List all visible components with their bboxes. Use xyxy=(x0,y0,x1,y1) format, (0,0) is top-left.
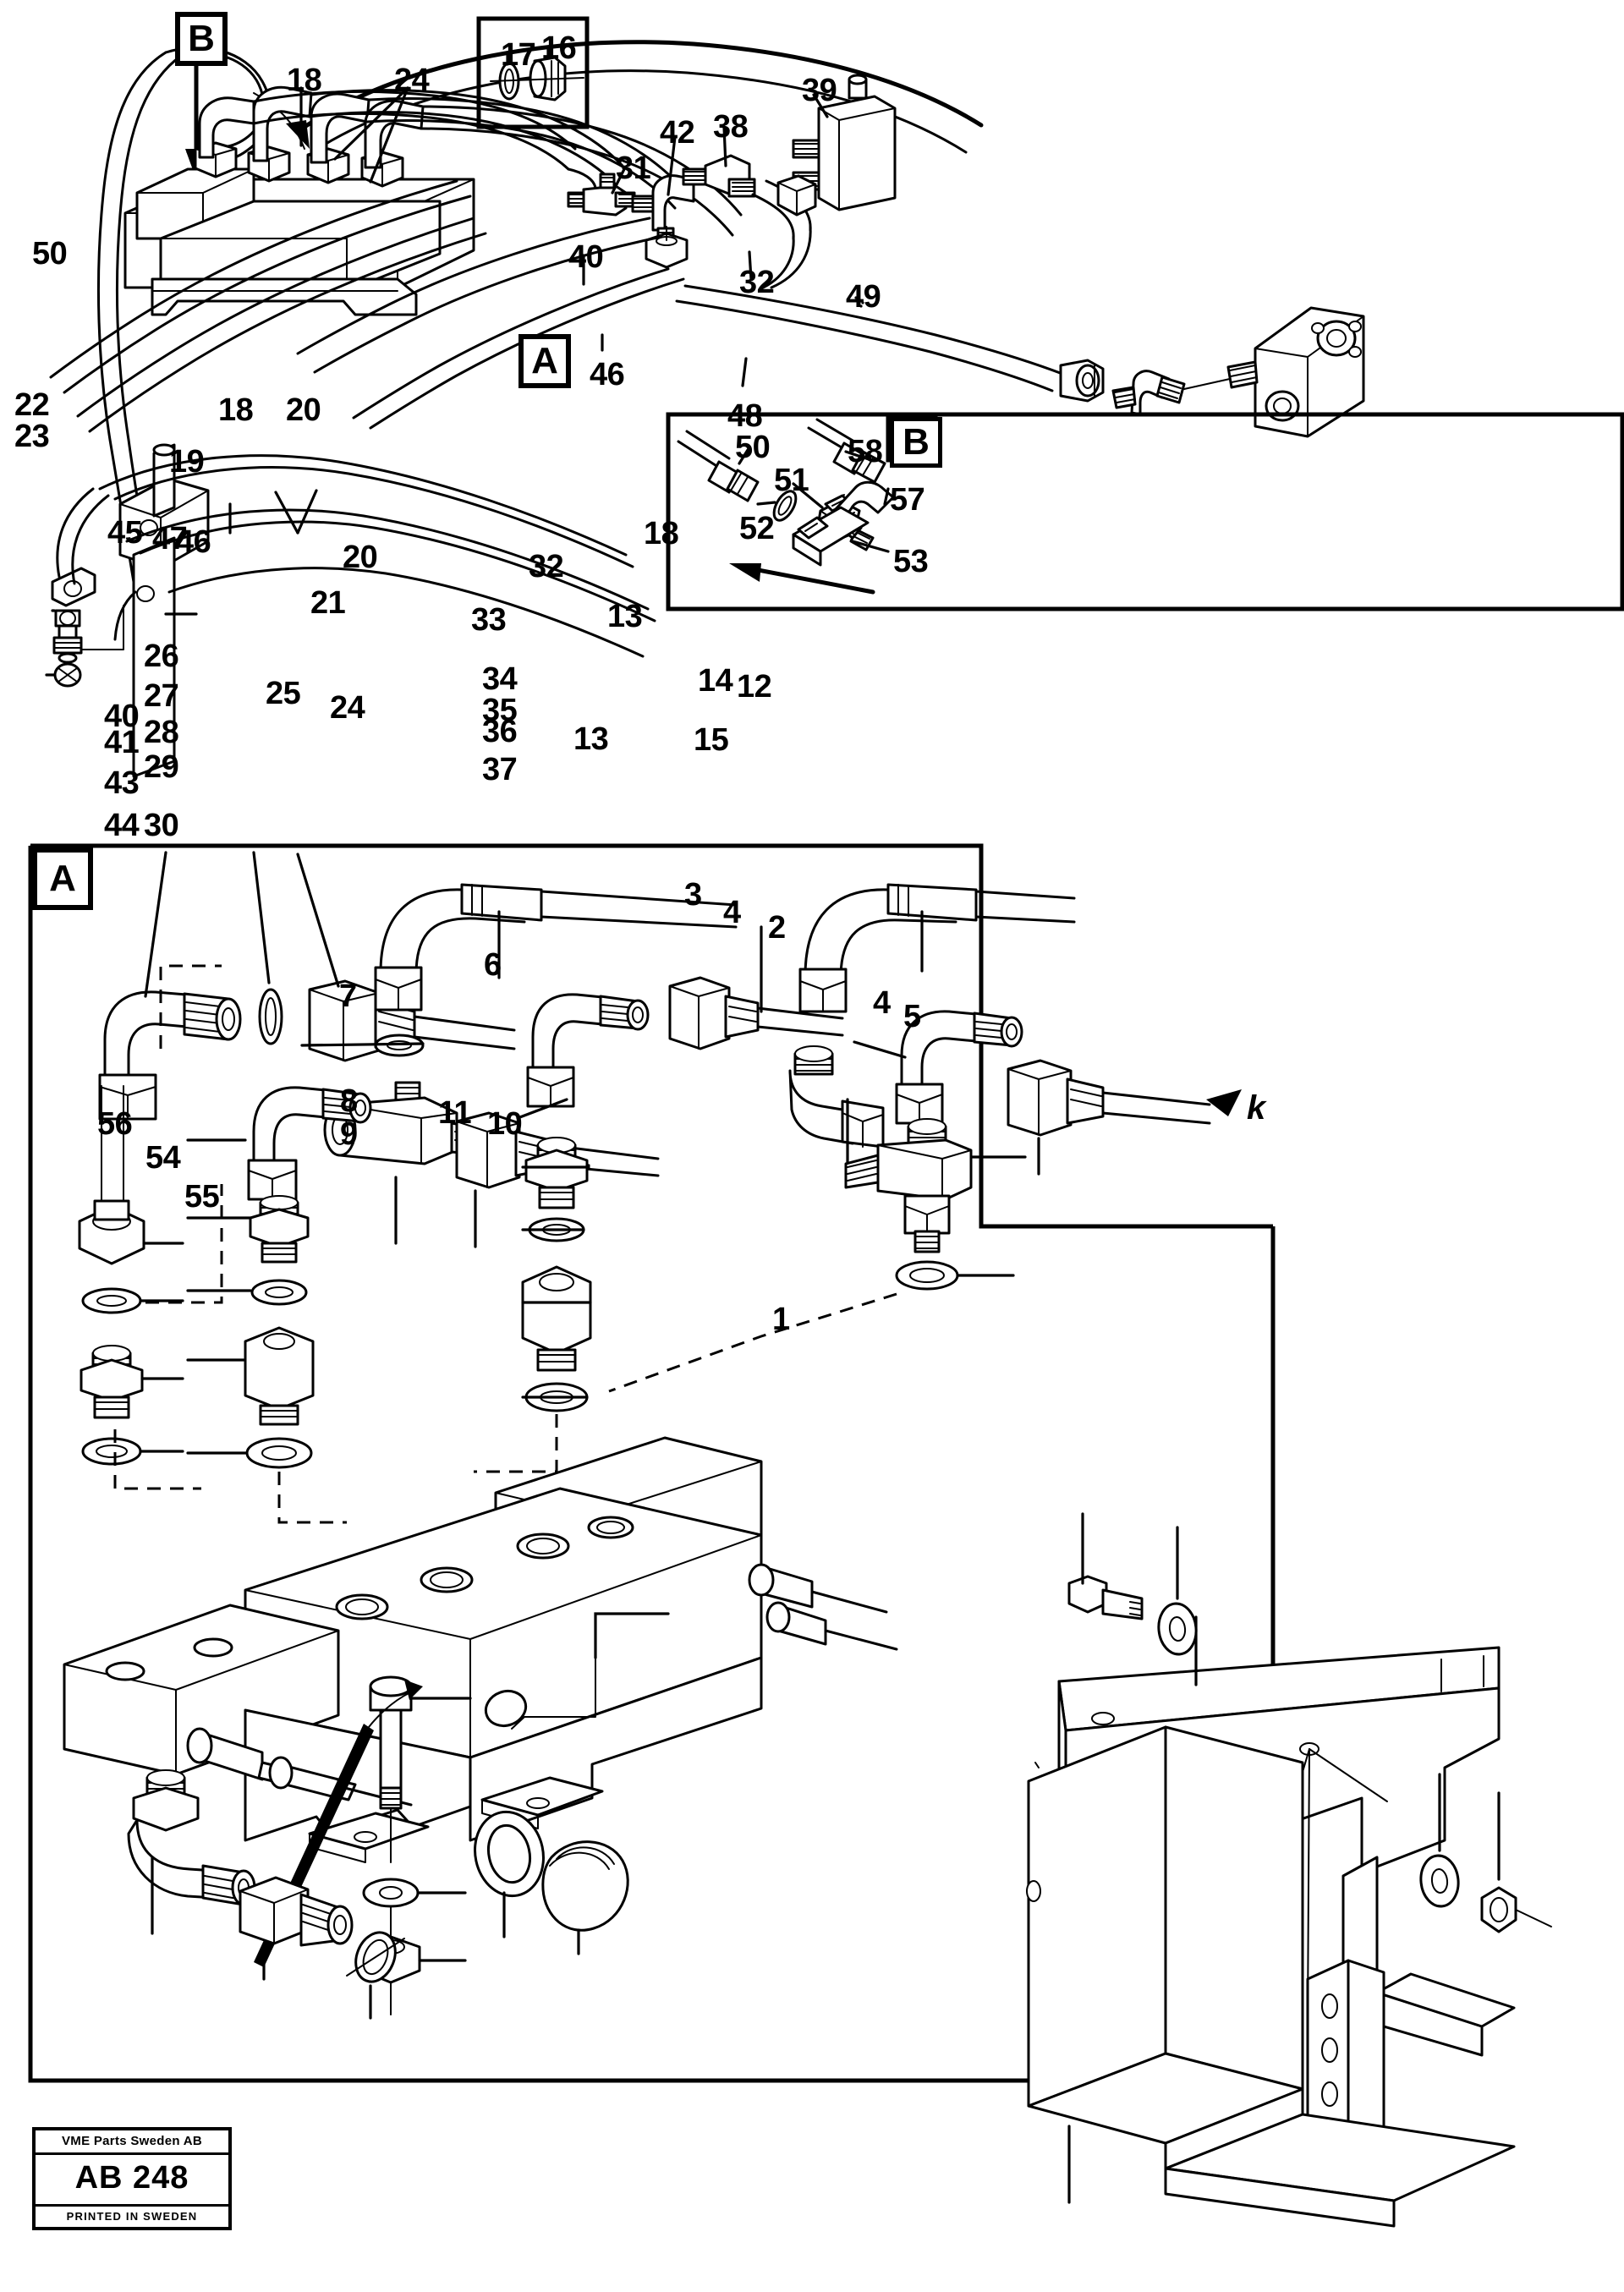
part-callout-32: 32 xyxy=(739,265,775,300)
part-callout-5: 5 xyxy=(903,999,921,1034)
part-callout-52: 52 xyxy=(739,511,775,546)
part-callout-4: 4 xyxy=(723,895,741,930)
part-callout-31: 31 xyxy=(616,151,651,186)
part-callout-50: 50 xyxy=(32,236,68,271)
part-callout-20: 20 xyxy=(343,540,378,575)
part-callout-40: 40 xyxy=(568,239,604,275)
part-callout-10: 10 xyxy=(487,1106,523,1142)
part-callout-35: 35 xyxy=(482,693,518,728)
part-callout-38: 38 xyxy=(713,109,749,145)
part-callout-36: 36 xyxy=(482,714,518,749)
part-callout-22: 22 xyxy=(14,387,50,423)
title-block-printed-in: PRINTED IN SWEDEN xyxy=(66,2210,198,2223)
part-callout-25: 25 xyxy=(266,676,301,711)
part-callout-9: 9 xyxy=(340,1116,358,1152)
title-block: VME Parts Sweden AB AB 248 PRINTED IN SW… xyxy=(32,2127,232,2230)
part-callout-8: 8 xyxy=(340,1083,358,1119)
part-callout-51: 51 xyxy=(774,463,809,498)
part-callout-4: 4 xyxy=(873,985,891,1021)
part-callout-18: 18 xyxy=(287,63,322,98)
part-callout-55: 55 xyxy=(184,1179,220,1215)
part-callout-7: 7 xyxy=(339,979,357,1014)
part-callout-42: 42 xyxy=(660,115,695,151)
part-callout-29: 29 xyxy=(144,749,179,785)
part-callout-53: 53 xyxy=(893,544,929,579)
part-callout-34: 34 xyxy=(482,661,518,697)
part-callout-18: 18 xyxy=(644,516,679,551)
part-callout-45: 45 xyxy=(107,515,143,551)
part-callout-1: 1 xyxy=(772,1302,790,1337)
part-callout-26: 26 xyxy=(144,639,179,674)
part-callout-14: 14 xyxy=(698,663,733,699)
part-callout-32: 32 xyxy=(529,549,564,584)
part-callout-2: 2 xyxy=(768,910,786,946)
part-callout-17: 17 xyxy=(501,37,536,73)
part-callout-41: 41 xyxy=(104,725,140,760)
section-marker-label: A xyxy=(531,340,558,381)
part-callout-19: 19 xyxy=(169,444,205,480)
part-callout-49: 49 xyxy=(846,279,881,315)
part-callout-18: 18 xyxy=(218,392,254,428)
title-block-company: VME Parts Sweden AB xyxy=(36,2130,228,2155)
part-callout-16: 16 xyxy=(541,30,577,66)
part-callout-37: 37 xyxy=(482,752,518,787)
section-marker-a-top: A xyxy=(518,334,571,388)
part-callout-13: 13 xyxy=(607,599,643,634)
title-block-plate-number: AB 248 xyxy=(36,2155,228,2207)
flow-direction-label: k xyxy=(1247,1089,1265,1127)
part-callout-40: 40 xyxy=(104,699,140,734)
part-callout-46: 46 xyxy=(590,357,625,392)
part-callout-57: 57 xyxy=(890,482,925,518)
part-callout-20: 20 xyxy=(286,392,321,428)
section-marker-label: B xyxy=(188,18,215,59)
part-callout-50: 50 xyxy=(735,430,771,465)
part-callout-48: 48 xyxy=(727,398,763,434)
part-callout-6: 6 xyxy=(484,947,502,983)
part-callout-39: 39 xyxy=(802,73,837,108)
part-callout-3: 3 xyxy=(684,877,702,913)
part-callout-24: 24 xyxy=(394,63,430,98)
part-callout-21: 21 xyxy=(310,585,346,621)
section-marker-a-detail: A xyxy=(32,847,93,910)
part-callout-27: 27 xyxy=(144,678,179,714)
part-callout-46: 46 xyxy=(176,524,211,560)
part-callout-11: 11 xyxy=(438,1095,472,1131)
part-callout-58: 58 xyxy=(848,434,883,469)
part-callout-54: 54 xyxy=(145,1140,181,1176)
part-callout-23: 23 xyxy=(14,419,50,454)
section-marker-b-inset: B xyxy=(890,417,942,468)
part-callout-30: 30 xyxy=(144,808,179,843)
section-marker-label: A xyxy=(49,858,76,899)
part-callout-24: 24 xyxy=(330,690,365,726)
part-callout-13: 13 xyxy=(573,721,609,757)
part-callout-28: 28 xyxy=(144,715,179,750)
part-callout-12: 12 xyxy=(737,669,772,705)
part-callout-44: 44 xyxy=(104,808,140,843)
section-marker-b-top: B xyxy=(175,12,228,66)
part-callout-56: 56 xyxy=(97,1106,133,1142)
part-callout-33: 33 xyxy=(471,602,507,638)
part-callout-47: 47 xyxy=(152,521,188,557)
part-callout-15: 15 xyxy=(694,722,729,758)
section-marker-label: B xyxy=(903,421,930,463)
part-callout-43: 43 xyxy=(104,765,140,801)
